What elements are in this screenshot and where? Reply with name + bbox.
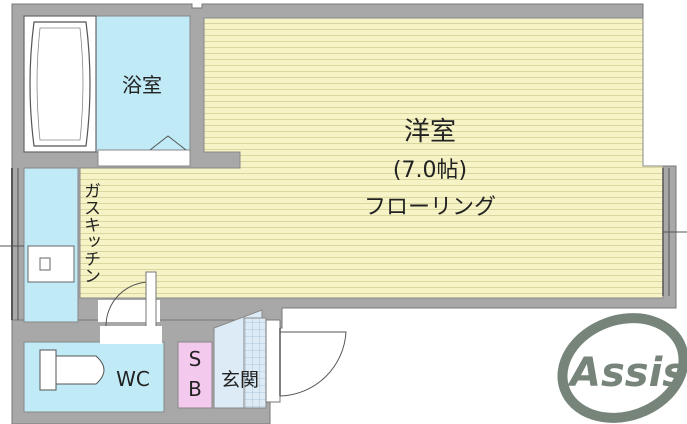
western-room-label: 洋室 xyxy=(404,117,456,147)
storage-b-label: B xyxy=(188,377,202,401)
bathroom xyxy=(23,15,191,167)
kitchen-door xyxy=(98,271,160,329)
sink xyxy=(27,245,75,283)
western-room xyxy=(79,17,664,299)
bath-step xyxy=(97,149,191,167)
logo-text: Assist xyxy=(567,350,687,396)
entrance xyxy=(213,309,267,409)
kitchen-label: ガスキッチン xyxy=(80,182,100,284)
sink-faucet xyxy=(39,257,51,271)
bath-label: 浴室 xyxy=(122,73,162,97)
storage-s-label: S xyxy=(189,347,202,371)
bathtub-basin xyxy=(29,21,91,147)
entrance-tile xyxy=(243,317,267,409)
bath-door-swing xyxy=(149,135,187,151)
kitchen-area xyxy=(0,167,79,323)
right-window xyxy=(662,168,687,296)
flooring-label: フローリング xyxy=(364,195,496,220)
front-door xyxy=(265,319,347,403)
assist-logo: Assist xyxy=(557,313,687,423)
storage-sb xyxy=(177,341,213,409)
toilet-bowl xyxy=(55,355,105,385)
wc-label: WC xyxy=(116,367,150,391)
wc-room xyxy=(23,326,165,413)
entrance-label: 玄関 xyxy=(221,369,259,391)
toilet-tank xyxy=(39,349,57,391)
western-room-size: (7.0帖) xyxy=(393,158,467,183)
